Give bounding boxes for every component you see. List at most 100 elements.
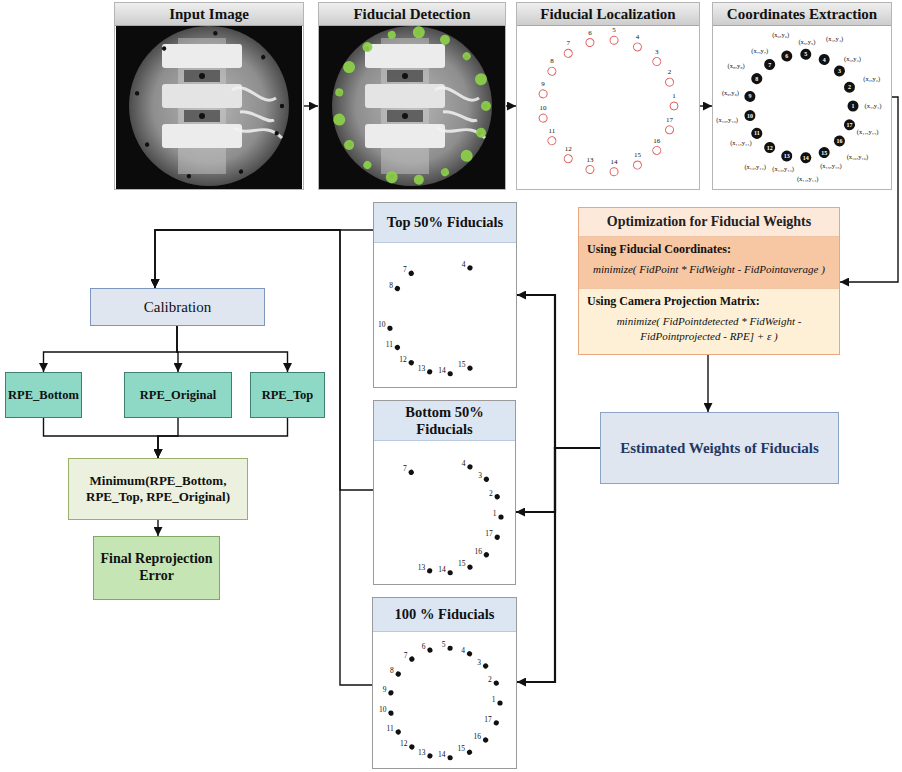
connector xyxy=(517,448,600,682)
top-fiducial-dots xyxy=(387,264,474,376)
detection-mark xyxy=(360,40,374,54)
coordinate-label: (x₂,y₂) xyxy=(863,75,880,82)
fiducial-number: 4 xyxy=(636,33,640,40)
detection-mark xyxy=(461,50,472,61)
detection-mark xyxy=(332,113,346,127)
fiducial-dot xyxy=(395,728,402,735)
coordinate-dot xyxy=(780,149,794,163)
dot-number: 9 xyxy=(748,93,751,99)
fiducial-dot xyxy=(494,493,501,500)
coordinate-label: (x₁₅,y₁₅) xyxy=(820,163,842,170)
fiducial-ring xyxy=(538,113,547,122)
dot-number: 17 xyxy=(847,122,853,128)
result-box: RPE_Original xyxy=(124,372,232,418)
connector xyxy=(157,520,158,536)
node-title: RPE_Bottom xyxy=(8,388,79,403)
node-title: Using Camera Projection Matrix: xyxy=(587,294,831,309)
fiducial-ring xyxy=(610,167,619,176)
image-panel: Fiducial Detection xyxy=(318,2,506,190)
fiducial-number: 13 xyxy=(418,365,426,373)
node-title: 100 % Fiducials xyxy=(373,598,516,632)
coordinate-label: (x₁,y₁) xyxy=(865,103,882,110)
node-title: Using Fiducial Coordinates: xyxy=(587,242,831,257)
node-title: Top 50% Fiducials xyxy=(374,203,516,243)
result-box: RPE_Top xyxy=(250,372,325,418)
fiducial-ring xyxy=(546,66,557,77)
fiducial-number: 1 xyxy=(492,696,496,704)
fiducial-dot xyxy=(466,749,473,756)
coordinate-label: (x₁₆,y₁₆) xyxy=(847,154,869,161)
fiducial-dot xyxy=(447,570,453,576)
fiducial-dot xyxy=(387,325,393,331)
fiducial-ring xyxy=(651,56,662,67)
fiducial-number: 4 xyxy=(462,261,466,269)
coordinate-dot xyxy=(848,101,859,112)
fiducial-dot xyxy=(388,690,394,696)
detection-mark xyxy=(458,147,475,164)
fiducial-dot xyxy=(466,264,473,271)
fiducial-number: 9 xyxy=(541,80,545,87)
fiducial-number: 2 xyxy=(489,490,493,498)
fiducial-dot xyxy=(447,371,453,377)
fiducial-number: 3 xyxy=(477,659,481,667)
fiducial-number: 12 xyxy=(399,356,407,364)
fiducial-number: 13 xyxy=(418,564,426,572)
fiducial-number: 13 xyxy=(418,749,426,757)
dot-number: 16 xyxy=(836,138,842,144)
node-body: minimize( FidPointdetected * FidWeight -… xyxy=(587,314,831,345)
fiducial-number: 2 xyxy=(488,676,492,684)
detection-mark xyxy=(440,167,451,178)
dot-number: 4 xyxy=(823,57,826,63)
fiducial-number: 10 xyxy=(379,706,387,714)
dot-number: 7 xyxy=(768,62,771,68)
node-title: Calibration xyxy=(144,298,212,316)
connector xyxy=(700,105,712,106)
connector xyxy=(158,418,288,458)
localized-fiducials xyxy=(538,36,678,176)
node-title: Fiducial Localization xyxy=(517,3,699,26)
fiducial-number: 8 xyxy=(390,667,394,675)
fiducial-number: 8 xyxy=(389,282,393,290)
coordinate-dot xyxy=(800,152,812,164)
node-body: minimize( FidPoint * FidWeight - FidPoin… xyxy=(587,262,831,277)
fiducial-number: 15 xyxy=(458,361,466,369)
coordinate-dot xyxy=(762,140,777,155)
fiducial-dot xyxy=(447,645,453,651)
coordinate-label: (x₈,y₈) xyxy=(728,63,745,70)
fiducial-number: 9 xyxy=(383,686,387,694)
fiducial-dot xyxy=(494,534,501,541)
detection-mark xyxy=(362,159,373,170)
connector xyxy=(516,448,600,512)
detected-fiducials xyxy=(332,26,491,185)
node-title: RPE_Original xyxy=(140,388,216,403)
detection-mark xyxy=(438,33,451,46)
detection-mark xyxy=(341,59,358,76)
image-panel: Input Image xyxy=(114,2,304,190)
coordinate-dot xyxy=(832,133,848,149)
detection-mark xyxy=(342,138,356,152)
dot-number: 1 xyxy=(852,103,855,109)
coordinate-label: (x₁₂,y₁₂) xyxy=(744,163,766,170)
detection-mark xyxy=(473,72,489,88)
fiducial-number: 17 xyxy=(484,716,492,724)
detection-photo xyxy=(319,24,505,189)
process-box: Calibration xyxy=(90,288,265,326)
fiducial-dot xyxy=(426,369,432,375)
coordinate-dot xyxy=(780,49,794,63)
detection-mark xyxy=(335,88,344,97)
fiducial-number: 14 xyxy=(438,751,446,759)
process-box: Minimum(RPE_Bottom, RPE_Top, RPE_Origina… xyxy=(68,458,248,520)
coordinate-dots xyxy=(743,48,858,164)
bottom-fiducial-dots xyxy=(408,463,504,575)
fiducial-dot xyxy=(447,755,453,761)
fiducial-dot xyxy=(482,662,489,669)
image-panel: Coordinates Extraction xyxy=(712,2,892,190)
fiducial-number: 2 xyxy=(668,69,672,76)
detection-mark xyxy=(412,26,425,39)
coordinate-label: (x₁₀,y₁₀) xyxy=(716,117,738,124)
coordinate-label: (x₆,y₆) xyxy=(772,31,789,38)
fiducial-number: 16 xyxy=(653,137,660,144)
coordinate-dot xyxy=(749,71,764,86)
fiducial-dot xyxy=(493,680,500,687)
connector xyxy=(304,105,318,106)
